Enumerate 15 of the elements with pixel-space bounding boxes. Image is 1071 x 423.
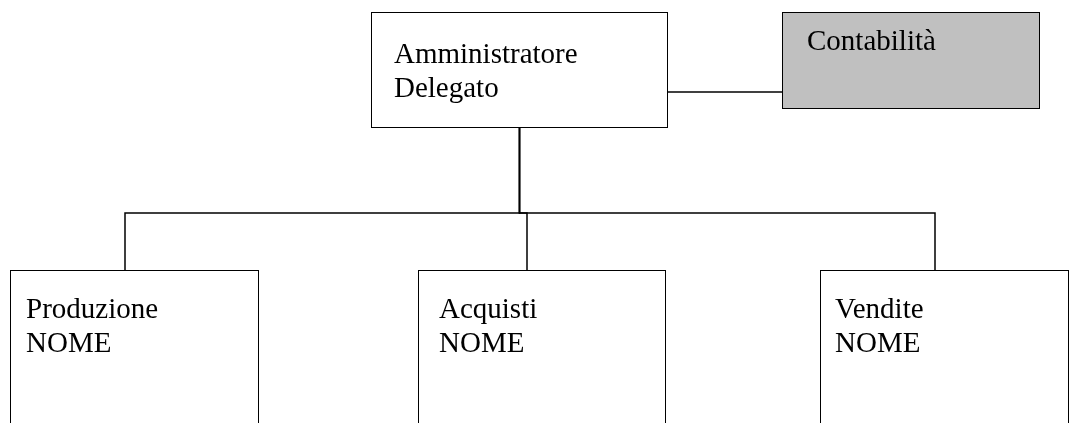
org-box [371, 12, 668, 128]
department-label: Produzione [26, 291, 160, 325]
department-label: Amministratore Delegato [394, 36, 579, 104]
connector-line [518, 127, 936, 271]
connector-line [667, 91, 783, 93]
department-label: Contabilità [807, 23, 937, 57]
department-label: Acquisti [439, 291, 539, 325]
person-name-text: NOME [835, 325, 922, 359]
person-name-text: NOME [439, 325, 526, 359]
org-box [820, 270, 1069, 423]
department-label: Vendite [835, 291, 925, 325]
org-box [10, 270, 259, 423]
person-name-text: NOME [26, 325, 113, 359]
org-box [418, 270, 666, 423]
org-box [782, 12, 1040, 109]
